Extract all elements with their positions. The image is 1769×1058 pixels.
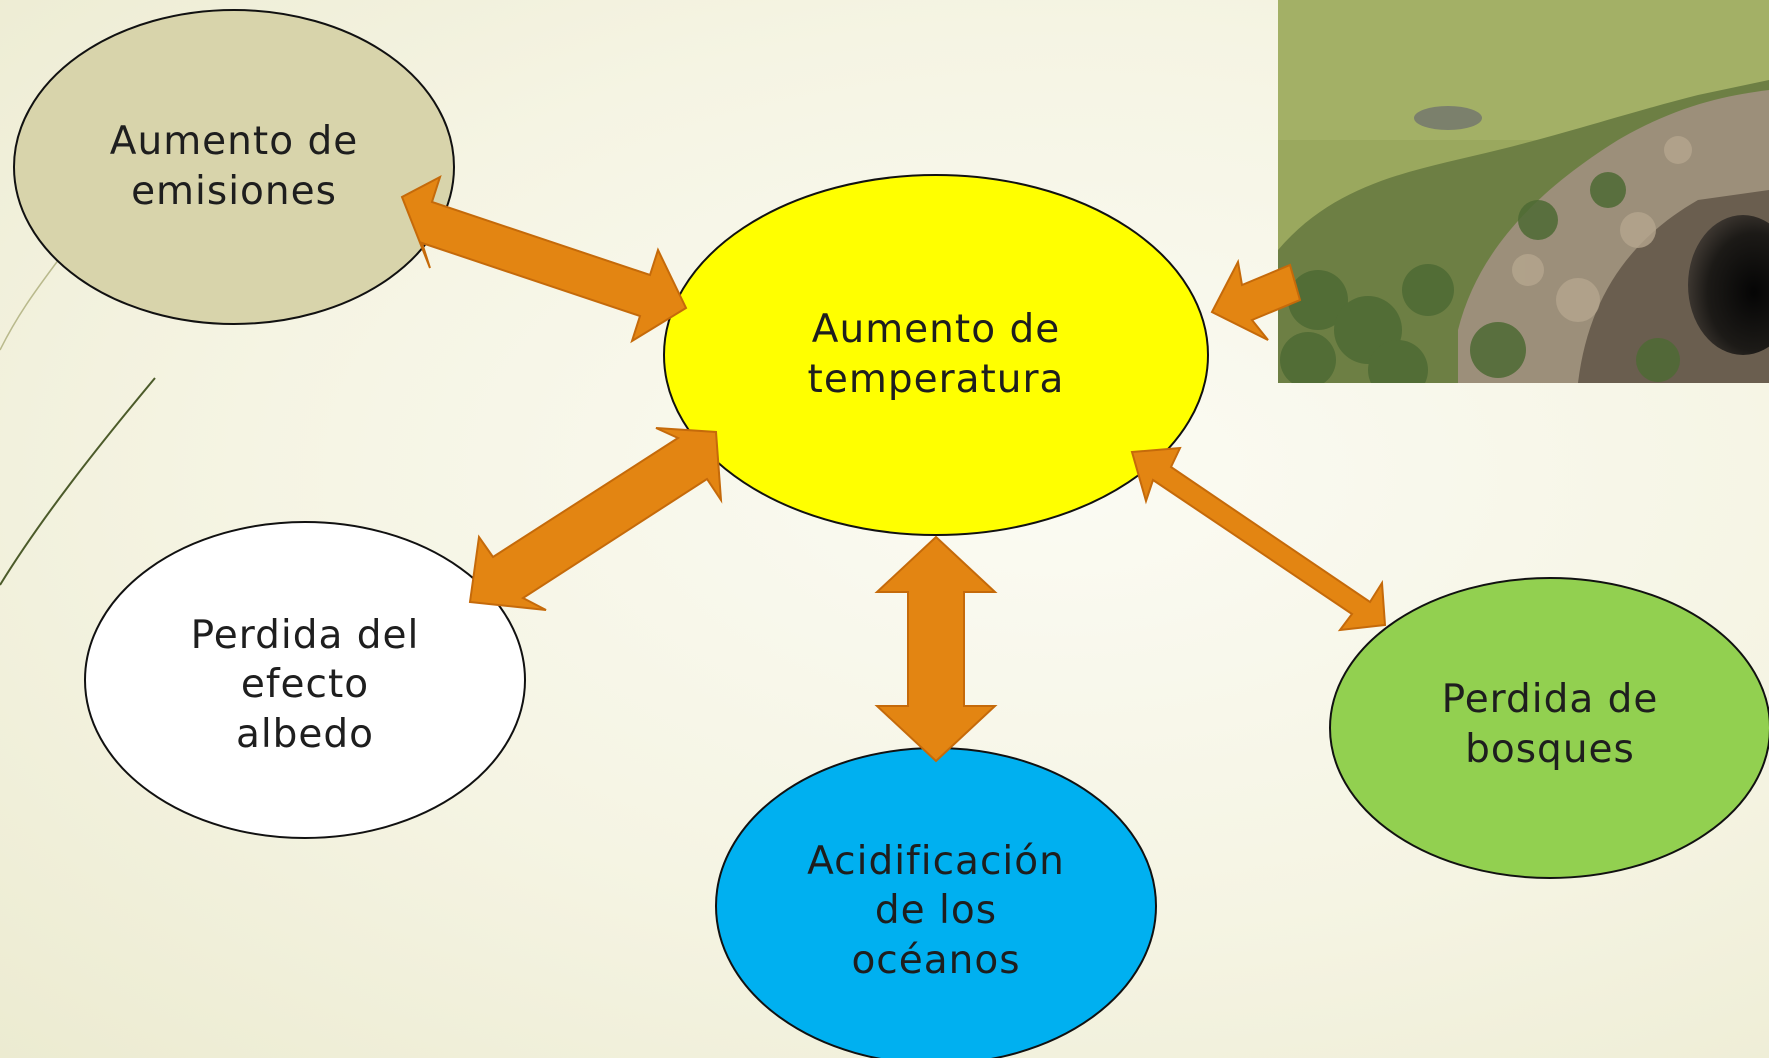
permafrost-crater-photo xyxy=(1278,0,1769,383)
bosques-line-2: bosques xyxy=(1465,727,1635,772)
node-bosques-label: Perdida de bosques xyxy=(1370,660,1730,790)
arrow-emisiones-center xyxy=(400,174,688,344)
emisiones-line-1: Aumento de xyxy=(109,119,359,165)
node-emisiones-label: Aumento de emisiones xyxy=(54,102,414,232)
arrow-center-oceanos xyxy=(874,535,998,763)
emisiones-line-2: emisiones xyxy=(131,169,337,214)
node-albedo-shape xyxy=(84,521,526,839)
node-emisiones-shape xyxy=(13,9,455,325)
node-oceanos-label: Acidificación de los océanos xyxy=(756,826,1116,996)
node-albedo-label: Perdida del efecto albedo xyxy=(125,600,485,770)
node-center-label: Aumento de temperatura xyxy=(736,290,1136,420)
albedo-line-1: Perdida del xyxy=(190,612,420,658)
arrow-center-photo xyxy=(1210,258,1302,341)
bosques-line-1: Perdida de xyxy=(1441,677,1659,723)
oceanos-line-3: océanos xyxy=(851,937,1021,983)
albedo-line-2: efecto xyxy=(240,662,370,708)
center-line-2: temperatura xyxy=(807,357,1065,402)
node-center-shape xyxy=(663,174,1209,536)
node-bosques-shape xyxy=(1329,577,1769,879)
oceanos-line-2: de los xyxy=(874,888,998,934)
albedo-line-3: albedo xyxy=(235,711,375,757)
arrow-center-bosques xyxy=(1130,446,1387,632)
center-line-1: Aumento de xyxy=(811,307,1061,353)
oceanos-line-1: Acidificación xyxy=(807,838,1065,884)
arrow-albedo-center xyxy=(468,427,723,611)
